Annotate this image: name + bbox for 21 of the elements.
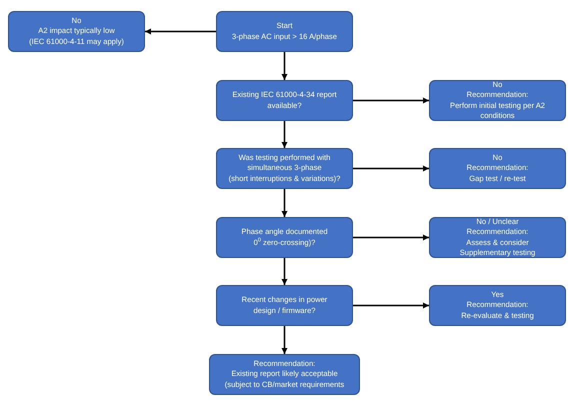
decision-box [216,217,353,258]
arrow [282,326,288,354]
decision-box [216,80,353,121]
arrow [353,98,429,104]
arrow [282,189,288,217]
arrow [282,258,288,285]
recommendation-box [429,285,566,326]
recommendation-box [209,354,360,395]
recommendation-box [429,80,566,121]
arrow [353,166,429,172]
recommendation-box [429,217,566,258]
arrow [353,234,429,240]
recommendation-box [429,148,566,189]
outcome-box [8,11,145,52]
arrow [353,302,429,308]
start-box [216,11,353,52]
arrow [145,28,216,34]
arrow [282,121,288,148]
arrow [282,52,288,80]
decision-box [216,148,353,189]
decision-box [216,285,353,326]
